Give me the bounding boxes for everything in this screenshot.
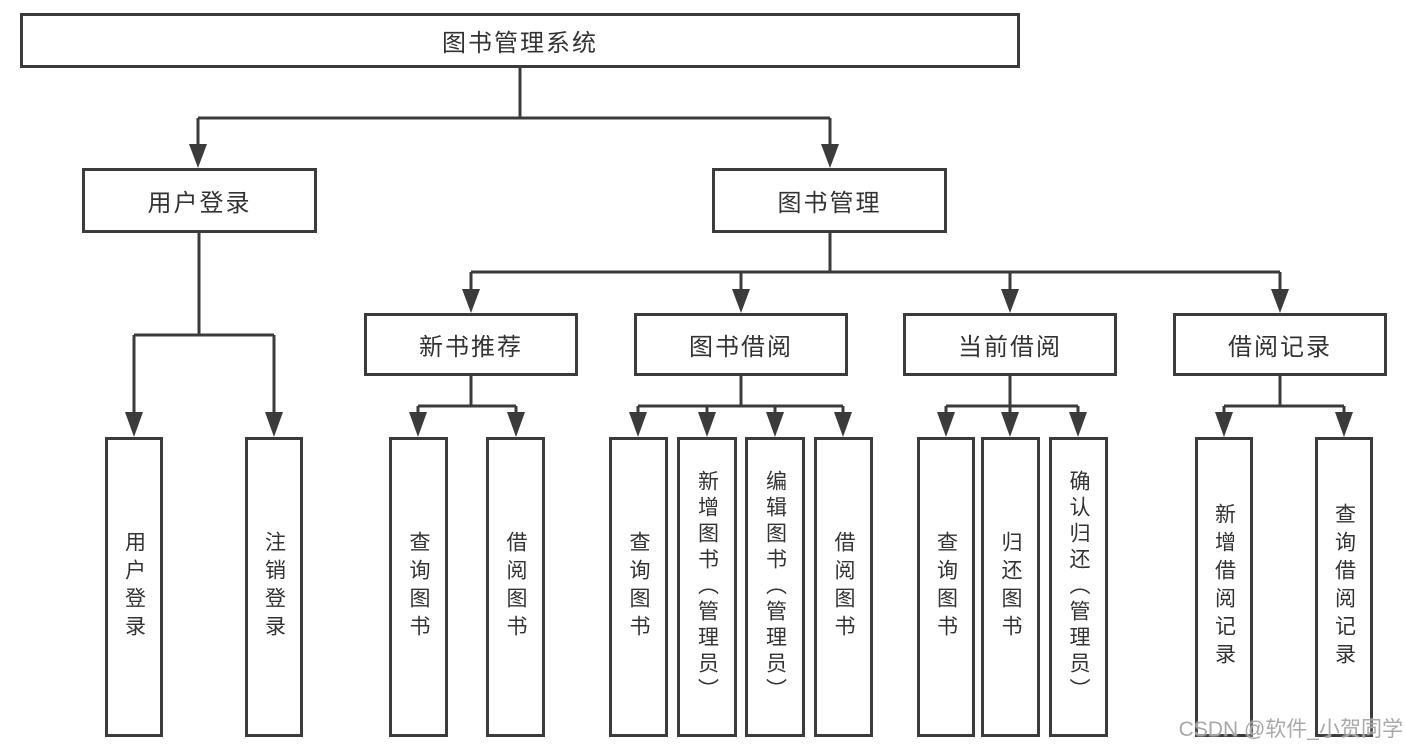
leaf-current-query-books: 查询图书: [917, 437, 975, 737]
leaf-add-books-admin: 新增图书（管理员）: [677, 437, 737, 737]
node-library-management-system: 图书管理系统: [20, 13, 1020, 68]
leaf-newbook-query-books: 查询图书: [389, 437, 448, 737]
leaf-user-login: 用户登录: [105, 437, 163, 737]
node-book-management: 图书管理: [712, 168, 947, 233]
leaf-edit-books-admin: 编辑图书（管理员）: [745, 437, 805, 737]
leaf-query-borrow-record: 查询借阅记录: [1315, 437, 1373, 737]
node-borrow-record: 借阅记录: [1173, 313, 1387, 376]
leaf-return-books: 归还图书: [981, 437, 1040, 737]
leaf-borrow-borrow-books: 借阅图书: [814, 437, 873, 737]
leaf-logout: 注销登录: [245, 437, 303, 737]
node-book-borrow: 图书借阅: [634, 313, 848, 376]
leaf-add-borrow-record: 新增借阅记录: [1195, 437, 1253, 737]
node-current-borrow: 当前借阅: [903, 313, 1117, 376]
node-new-book-recommend: 新书推荐: [364, 313, 578, 376]
node-user-login: 用户登录: [82, 168, 317, 233]
csdn-watermark: CSDN @软件_小贺同学: [1178, 718, 1403, 741]
leaf-borrow-query-books: 查询图书: [609, 437, 668, 737]
leaf-newbook-borrow-books: 借阅图书: [486, 437, 545, 737]
leaf-confirm-return-admin: 确认归还（管理员）: [1049, 437, 1108, 737]
